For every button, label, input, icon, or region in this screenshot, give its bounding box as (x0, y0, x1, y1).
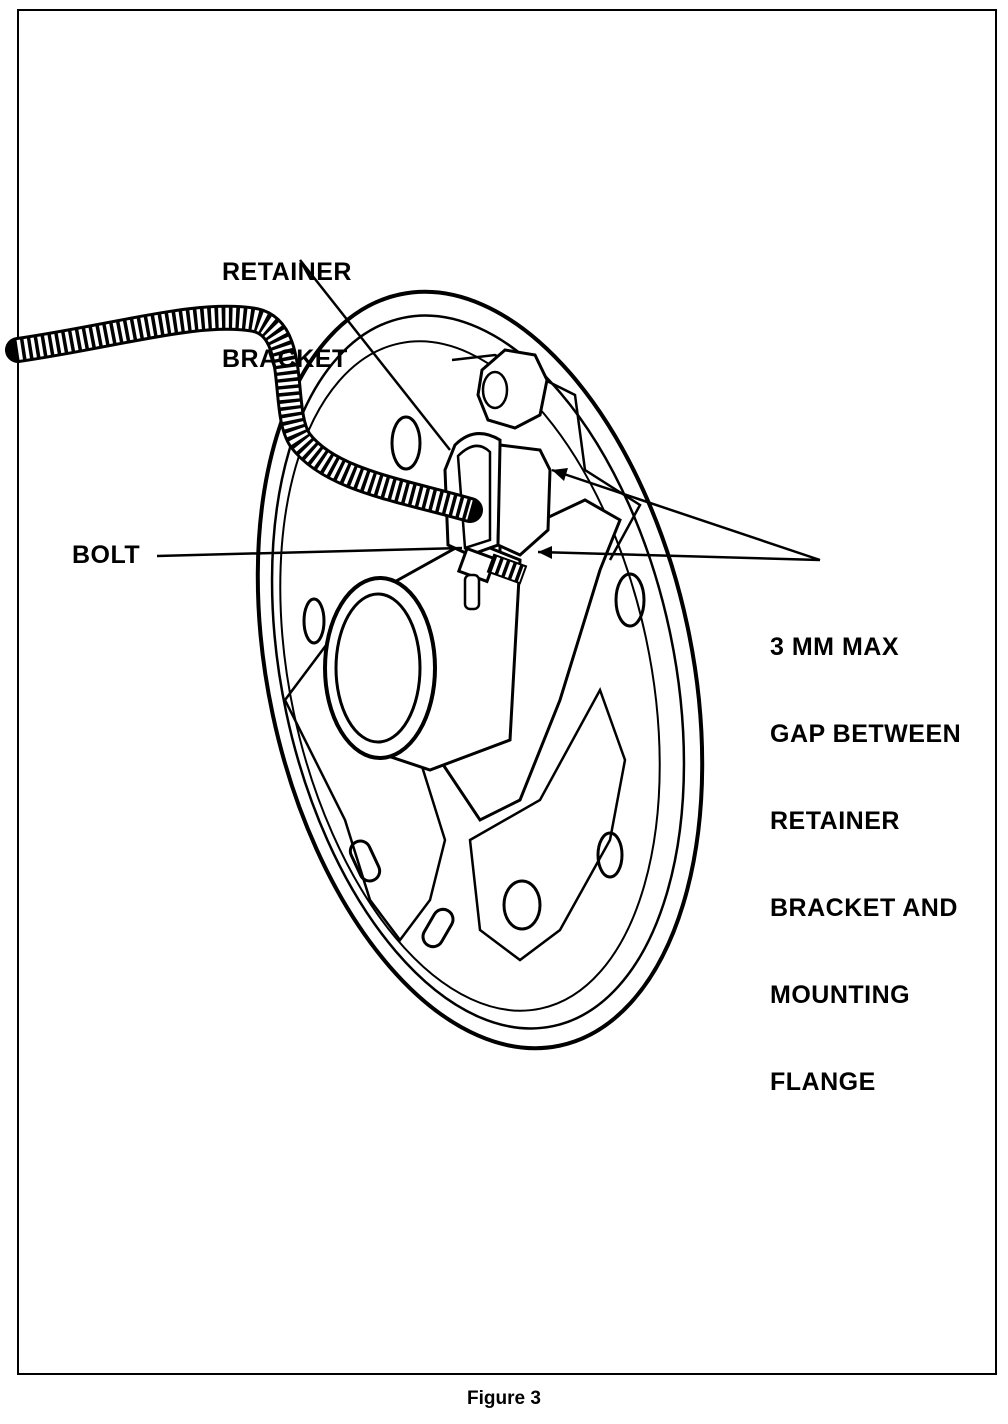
backing-plate-face-edge (279, 340, 661, 1012)
leader-gap-lower (537, 550, 821, 562)
plate-hole-lower-right (596, 831, 624, 879)
plate-rib-upper (451, 353, 642, 561)
leader-retainer-bracket (299, 259, 451, 451)
bolt-clip (463, 573, 481, 611)
plate-slot-bottom (421, 907, 455, 949)
label-retainer-line-1: RETAINER (222, 258, 352, 286)
plate-hole-upper-left (390, 415, 422, 471)
label-gap-line-4: BRACKET AND (770, 894, 958, 922)
label-gap-line-2: GAP BETWEEN (770, 720, 962, 748)
sensor-cable-coil (16, 307, 473, 520)
plate-hole-right (614, 572, 646, 628)
backing-plate-outer-rim (255, 289, 705, 1051)
plate-hole-bottom (502, 879, 542, 931)
sensor-barrel-inner (334, 592, 422, 744)
bolt-thread (486, 553, 528, 585)
mounting-flange (496, 443, 552, 557)
leader-bolt (156, 546, 463, 558)
backing-plate-rim-inner-edge (270, 314, 686, 1030)
leader-gap-lower-arrow (538, 546, 552, 559)
label-retainer-line-2: BRACKET (222, 345, 348, 373)
label-retainer-bracket: RETAINER BRACKET (222, 200, 352, 403)
label-gap-line-1: 3 MM MAX (770, 633, 899, 661)
retainer-bracket-loop (456, 444, 492, 550)
plate-slot-left (348, 839, 382, 883)
figure-caption: Figure 3 (467, 1388, 541, 1409)
label-gap: 3 MM MAX GAP BETWEEN RETAINER BRACKET AN… (770, 575, 961, 1126)
plate-rib-lower-right (468, 686, 627, 962)
figure-frame (17, 9, 997, 1375)
label-gap-line-5: MOUNTING (770, 981, 911, 1009)
leader-gap-upper (551, 468, 821, 562)
label-bolt: BOLT (72, 541, 141, 569)
label-gap-line-3: RETAINER (770, 807, 900, 835)
mounting-nut-face (481, 370, 509, 410)
leader-gap-upper-arrow (552, 468, 568, 481)
plate-hole-left (302, 597, 326, 645)
label-gap-line-6: FLANGE (770, 1068, 876, 1096)
